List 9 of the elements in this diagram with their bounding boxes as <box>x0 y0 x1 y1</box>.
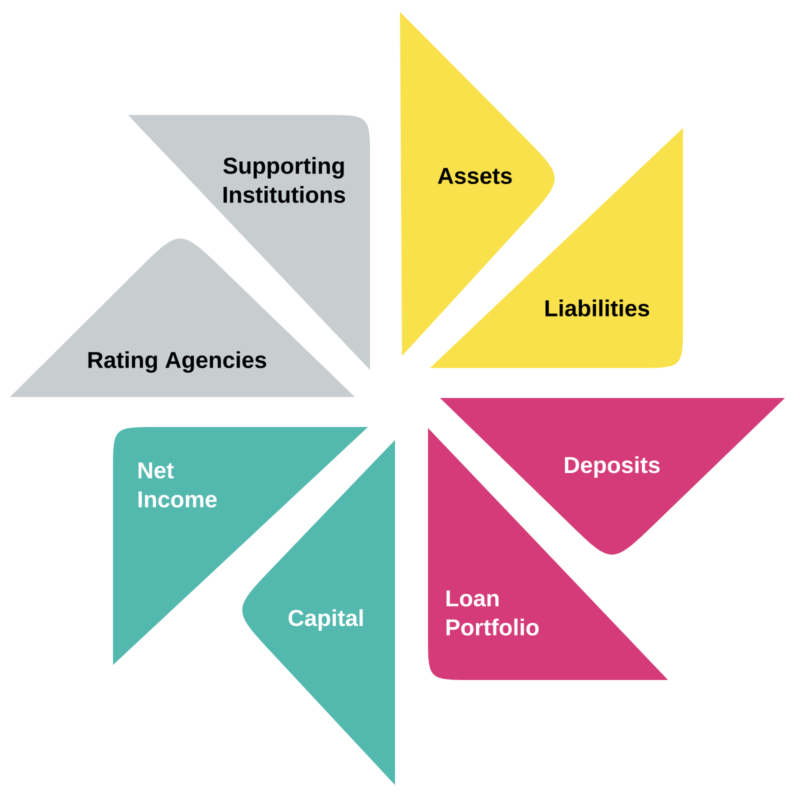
node-label: Capital <box>288 609 363 631</box>
node-label: Loan Portfolio <box>446 590 539 636</box>
node-label: Supporting Institutions <box>223 157 346 203</box>
petal: Capital <box>242 440 395 785</box>
node-label: Net Income <box>138 462 217 508</box>
node-label: Assets <box>438 168 512 184</box>
node-label: Deposits <box>564 456 660 478</box>
petal: Deposits <box>440 398 785 555</box>
petal: Rating Agencies <box>10 238 355 397</box>
